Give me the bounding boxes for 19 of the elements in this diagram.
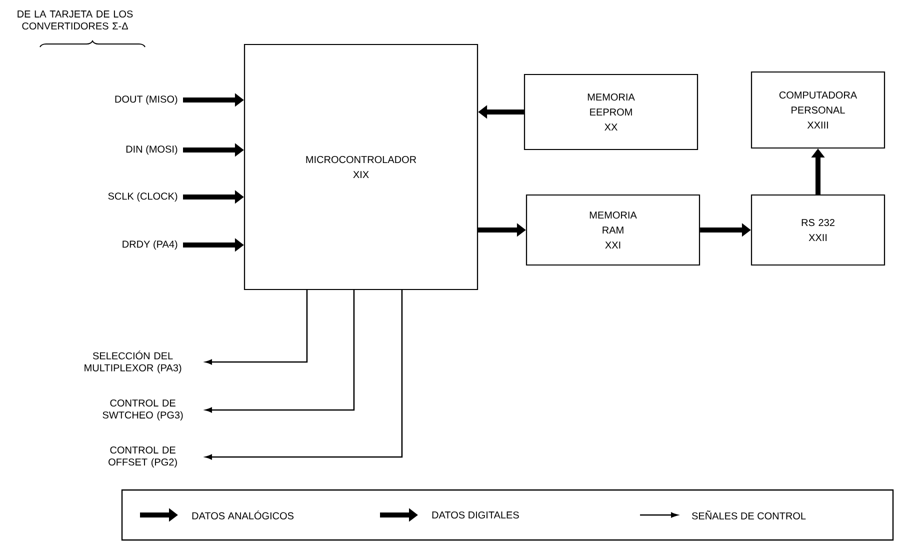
signal-label: SCLK (CLOCK): [108, 192, 178, 202]
signal-label: CONTROL DE SWTCHEO (PG3): [102, 399, 183, 421]
arrow: [205, 290, 403, 460]
arrow: [205, 290, 308, 365]
legend-text: SEÑALES DE CONTROL: [692, 510, 806, 520]
signal-label: DRDY (PA4): [122, 240, 178, 250]
arrow: [205, 290, 355, 413]
block-box: RS 232 XXII: [750, 194, 886, 266]
signal-label: DOUT (MISO): [115, 95, 178, 105]
legend-text: DATOS ANALÓGICOS: [192, 510, 294, 520]
block-box: COMPUTADORA PERSONAL XXIII: [750, 71, 886, 149]
signal-label: DIN (MOSI): [126, 145, 178, 155]
block-box: MEMORIA RAM XXI: [526, 194, 700, 266]
legend-text: DATOS DIGITALES: [432, 511, 519, 519]
group-label: DE LA TARJETA DE LOS CONVERTIDORES Σ-Δ: [18, 10, 133, 30]
block-box: MEMORIA EEPROM XX: [524, 74, 698, 150]
signal-label: CONTROL DE OFFSET (PG2): [108, 446, 177, 468]
signal-label: SELECCIÓN DEL MULTIPLEXOR (PA3): [84, 350, 182, 374]
block-box: MICROCONTROLADOR XIX: [244, 44, 478, 290]
